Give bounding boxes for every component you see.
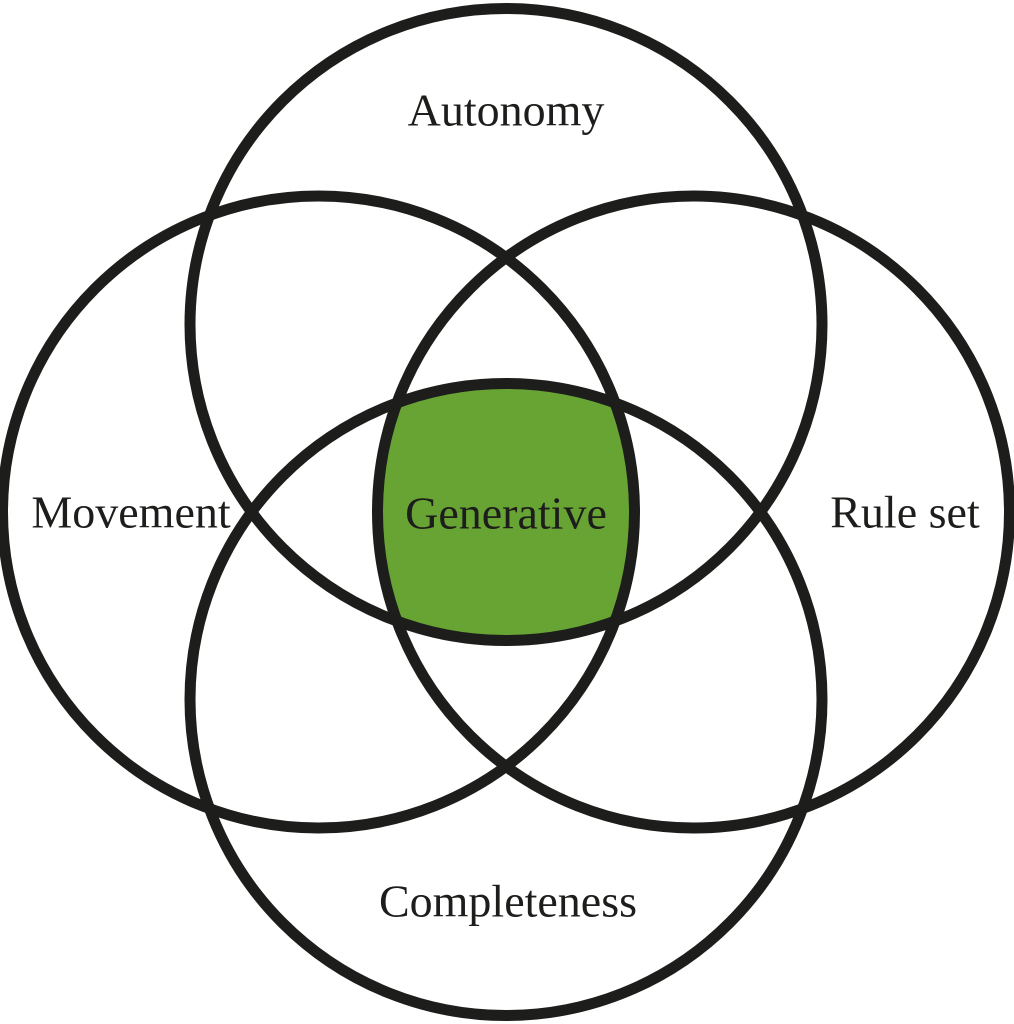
rule-set-label: Rule set bbox=[830, 487, 980, 538]
rule-set-circle bbox=[372, 190, 1014, 834]
autonomy-circle bbox=[184, 3, 828, 646]
completeness-circle bbox=[184, 378, 828, 1021]
autonomy-label: Autonomy bbox=[408, 85, 605, 136]
generative-intersection-region bbox=[377, 383, 635, 641]
completeness-label: Completeness bbox=[379, 876, 637, 927]
movement-label: Movement bbox=[31, 487, 231, 538]
movement-circle bbox=[0, 190, 640, 834]
generative-label: Generative bbox=[405, 488, 607, 539]
